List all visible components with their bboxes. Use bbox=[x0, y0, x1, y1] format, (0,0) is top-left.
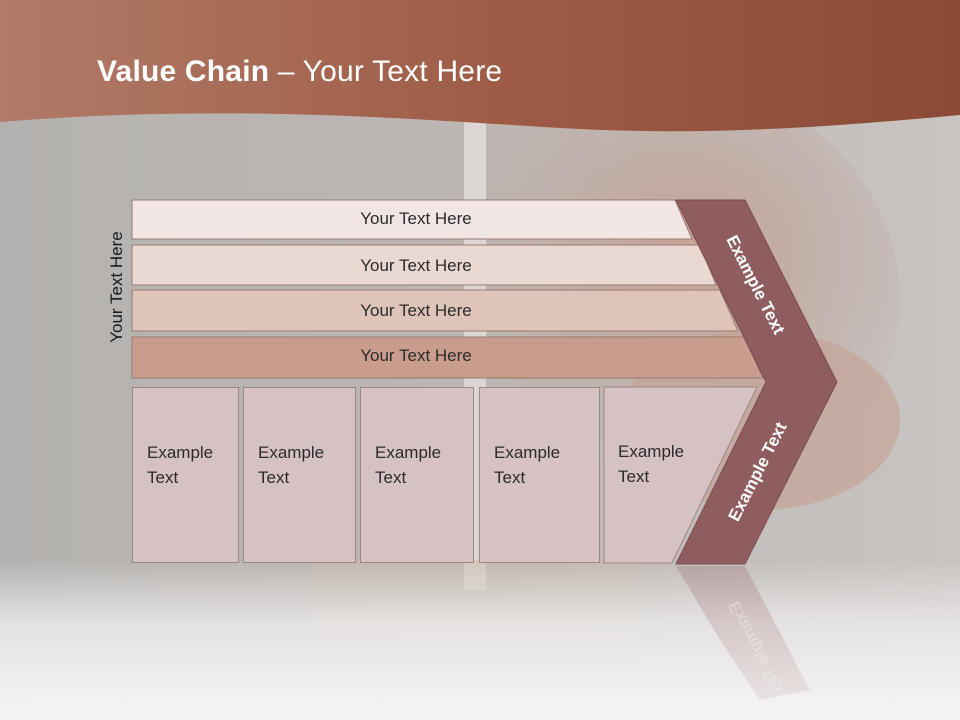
column-1-line2: Text bbox=[147, 468, 179, 487]
row-label-3: Your Text Here bbox=[360, 301, 472, 320]
column-4-line1: Example bbox=[494, 443, 561, 462]
row-bar-3[interactable] bbox=[131, 289, 739, 332]
column-1-line1: Example bbox=[147, 443, 214, 462]
column-4-line2: Text bbox=[494, 468, 526, 487]
header-band bbox=[0, 0, 960, 132]
row-bar-1[interactable] bbox=[131, 199, 693, 240]
row-bar-4[interactable] bbox=[131, 336, 764, 379]
column-5-line2: Text bbox=[618, 467, 650, 486]
slide-title: Value Chain – Your Text Here bbox=[97, 55, 502, 89]
column-2-line1: Example bbox=[258, 443, 325, 462]
column-5-line1: Example bbox=[618, 442, 685, 461]
row-label-2: Your Text Here bbox=[360, 256, 472, 275]
row-label-4: Your Text Here bbox=[360, 346, 472, 365]
row-bar-2[interactable] bbox=[131, 244, 717, 286]
column-2-line2: Text bbox=[258, 468, 290, 487]
title-bold: Value Chain bbox=[97, 55, 270, 88]
column-3-line2: Text bbox=[375, 468, 407, 487]
row-label-1: Your Text Here bbox=[360, 209, 472, 228]
title-rest: – Your Text Here bbox=[269, 55, 503, 88]
column-3-line1: Example bbox=[375, 443, 442, 462]
